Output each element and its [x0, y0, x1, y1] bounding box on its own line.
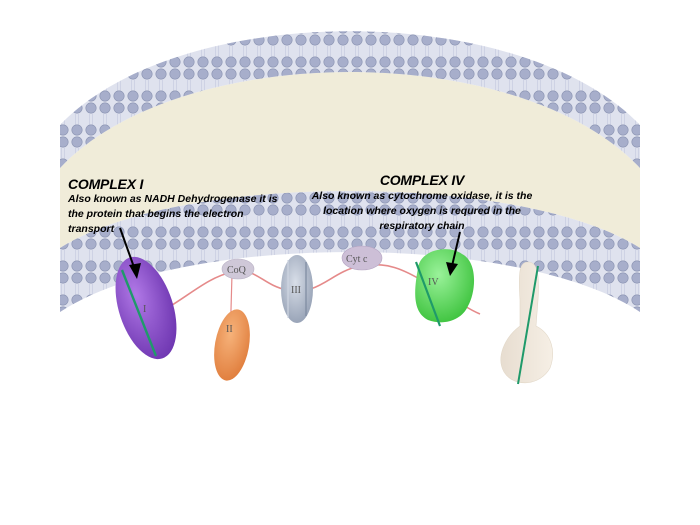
complex-1-callout: COMPLEX I Also known as NADH Dehydrogena… [68, 176, 278, 237]
complex-4: IV [415, 249, 474, 326]
complex-4-label: IV [428, 277, 439, 288]
cyt-c-label: Cyt c [346, 254, 368, 265]
complex-4-callout: COMPLEX IV Also known as cytochrome oxid… [308, 172, 536, 234]
complex-3-label: III [291, 285, 301, 296]
complex-4-title: COMPLEX IV [308, 172, 536, 188]
complex-1-description: Also known as NADH Dehydrogenase it is t… [68, 192, 278, 237]
coq: CoQ [222, 259, 254, 279]
complex-2: II [209, 307, 255, 384]
complex-1-label: I [143, 304, 146, 315]
complex-2-label: II [226, 324, 233, 335]
complex-3: III [281, 255, 313, 323]
complex-1-title: COMPLEX I [68, 176, 278, 192]
atp-synthase [501, 262, 553, 384]
cytochrome-c: Cyt c [342, 246, 382, 270]
complex-4-description: Also known as cytochrome oxidase, it is … [308, 189, 536, 234]
coq-label: CoQ [227, 265, 247, 276]
